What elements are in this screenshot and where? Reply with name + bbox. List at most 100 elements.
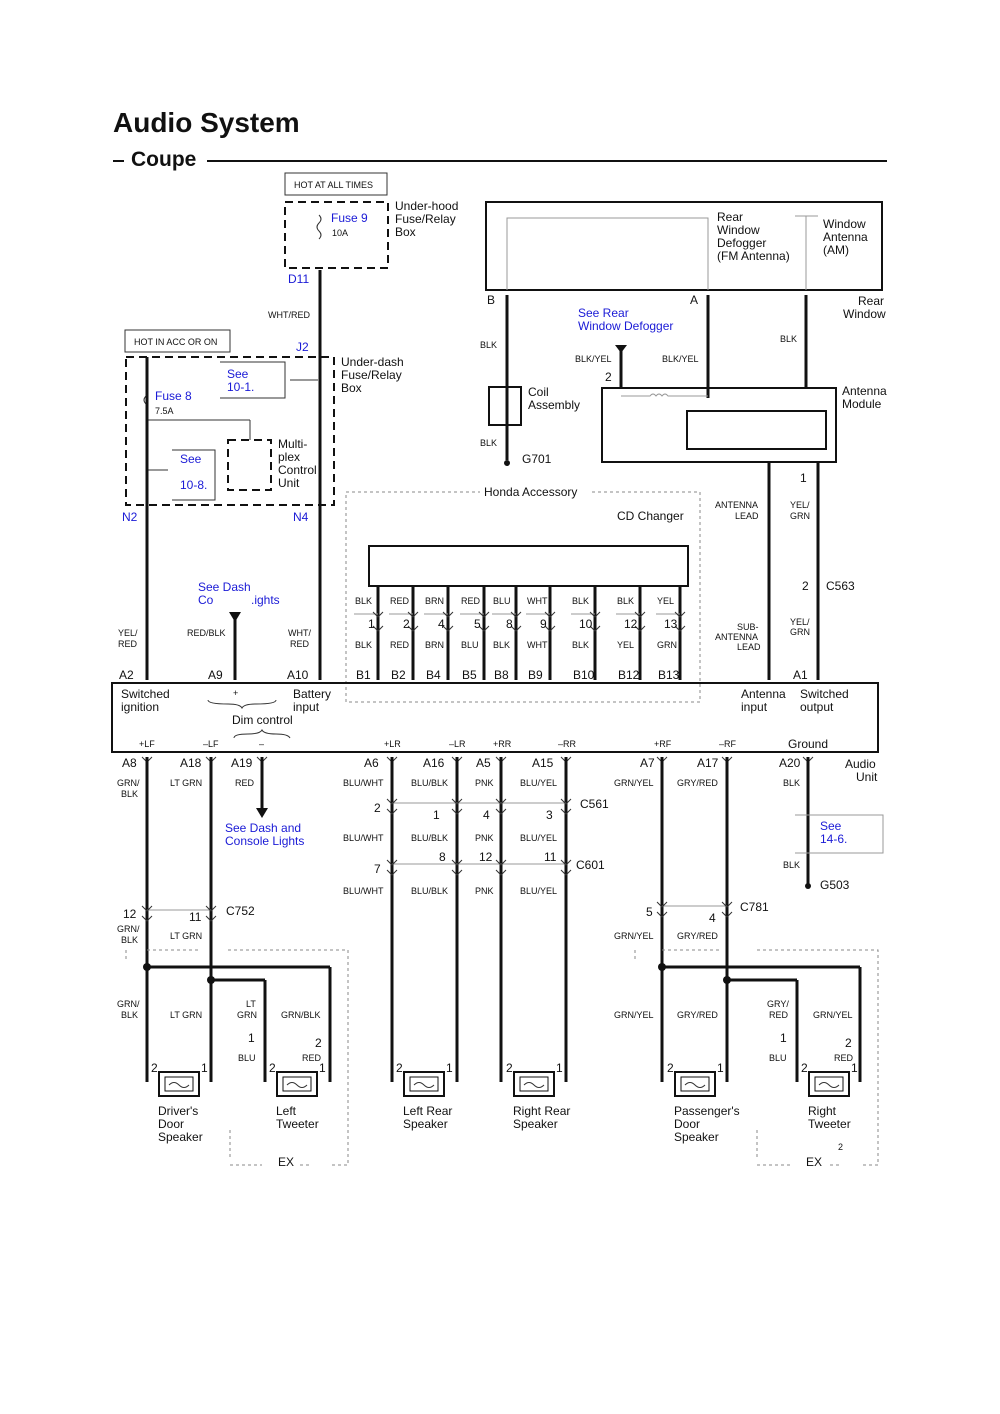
page-title: Audio System [113,107,300,138]
window-antenna-label-2: Antenna [823,230,868,244]
lt-split-1: LT [246,999,256,1009]
speaker-pin-1: 1 [201,1061,208,1075]
see-dash-lights-link-2[interactable]: Co [198,593,214,607]
see-dash-console-link-1[interactable]: See Dash and [225,821,301,835]
speaker-wave [168,1082,190,1088]
underhood-label-2: Fuse/Relay [395,212,456,226]
antenna-module-label-2: Module [842,397,882,411]
yelgrn-label-bot-1: YEL/ [790,617,810,627]
pnk-label: PNK [475,833,494,843]
cd-pin-chevron [372,625,384,632]
multiplex-label-4: Unit [278,476,300,490]
gryred-label-2: GRY/RED [677,931,718,941]
output-pin: A7 [640,756,655,770]
grnblk-label-1: GRN/ [117,778,140,788]
see-146-bracket [795,814,884,854]
right-rear-speaker-icon [513,1071,555,1097]
defogger-label-2: Window [717,223,760,237]
cd-pin-number: 10 [579,617,593,631]
wire-label-whtred-top: WHT/RED [268,310,310,320]
splice-dot-lf-plus [143,963,151,971]
connector-chevron [386,859,398,866]
see-dash-lights-link-3[interactable]: .ights [251,593,280,607]
cd-b-pin: B12 [618,668,640,682]
antenna-input-2: input [741,700,768,714]
lt-split-2: GRN [237,1010,257,1020]
see-146-link-2[interactable]: 14-6. [820,832,847,846]
audio-unit-terminals: +LF–LF+LR–LR+RR–RR+RF–RF [139,739,737,749]
drivers-door-speaker-label: Speaker [158,1130,203,1144]
cd-top-color: BLK [572,596,589,606]
cd-b-pin: B9 [528,668,543,682]
speaker-wave [818,1082,840,1088]
see-rear-defogger-link-2[interactable]: Window Defogger [578,319,673,333]
see-rear-defogger-link-1[interactable]: See Rear [578,306,629,320]
speaker-pin-2: 2 [801,1061,808,1075]
fuse8-link[interactable]: Fuse 8 [155,389,192,403]
cd-pin-number: 12 [624,617,638,631]
audio-unit-box [111,682,879,753]
tweeter-left-pin1: 1 [248,1031,255,1045]
bluwht-label: BLU/WHT [343,833,384,843]
connector-chevron [721,901,733,908]
cd-pin-chevron [442,625,454,632]
speaker-pin-1: 1 [851,1061,858,1075]
fuse9-link[interactable]: Fuse 9 [331,211,368,225]
grnyel-split: GRN/YEL [614,1010,654,1020]
ltgrn-label: LT GRN [170,778,202,788]
bluyel-label: BLU/YEL [520,886,557,896]
grnblk-split-1: GRN/ [117,999,140,1009]
connector-pin: 7 [374,862,381,876]
coil-assembly-box [488,386,522,426]
cd-bottom-color: RED [390,640,410,650]
speaker-cone [680,1076,710,1092]
see-dash-console-link-2[interactable]: Console Lights [225,834,304,848]
defogger-loop [506,217,709,290]
tweeter-right-pin1: 1 [780,1031,787,1045]
right-tweeter-label: Right [808,1104,837,1118]
speaker-wave [684,1082,706,1088]
cd-top-color: BLK [355,596,372,606]
left-rear-speaker-label: Speaker [403,1117,448,1131]
wire-label-blk-am: BLK [780,334,797,344]
connector-chevron [386,808,398,815]
right-tweeter-label: Tweeter [808,1117,851,1131]
underhood-label-1: Under-hood [395,199,458,213]
hot-at-all-times-label: HOT AT ALL TIMES [294,180,373,190]
yelred-label-2: RED [118,639,138,649]
audio-unit-terminal: +RR [493,739,512,749]
connector-chevron [560,798,572,805]
output-pin: A5 [476,756,491,770]
connector-pin: 12 [479,850,493,864]
cd-top-color: RED [461,596,481,606]
speaker-pin-1: 1 [717,1061,724,1075]
cd-pin-chevron [544,611,556,618]
cd-top-color: YEL [657,596,674,606]
cd-pin-number: 1 [368,617,375,631]
cd-bottom-color: YEL [617,640,634,650]
underdash-label-1: Under-dash [341,355,404,369]
see-146-link-1[interactable]: See [820,819,842,833]
cd-top-color: BRN [425,596,444,606]
see-101-link-1[interactable]: See [227,367,249,381]
wire-label-blk-b: BLK [480,340,497,350]
coil-label-1: Coil [528,385,549,399]
connector-chevron [205,905,217,912]
connector-pin: 5 [646,905,653,919]
see-108-link-2[interactable]: 10-8. [180,478,207,492]
cd-pin-chevron [407,625,419,632]
cd-top-color: WHT [527,596,548,606]
right-rear-speaker-label: Right Rear [513,1104,570,1118]
audio-unit-label-1: Audio [845,757,876,771]
see-dash-lights-link-1[interactable]: See Dash [198,580,251,594]
see-101-link-2[interactable]: 10-1. [227,380,254,394]
audio-unit-terminal: –RF [719,739,737,749]
drivers-door-speaker-icon [158,1071,200,1097]
connector-c561: C561 [580,797,609,811]
rear-window-box [485,201,883,291]
connector-d11: D11 [288,272,309,286]
see-108-link-1[interactable]: See [180,452,202,466]
honda-accessory-label-bg [480,484,590,498]
cd-b-pin: B10 [573,668,595,682]
